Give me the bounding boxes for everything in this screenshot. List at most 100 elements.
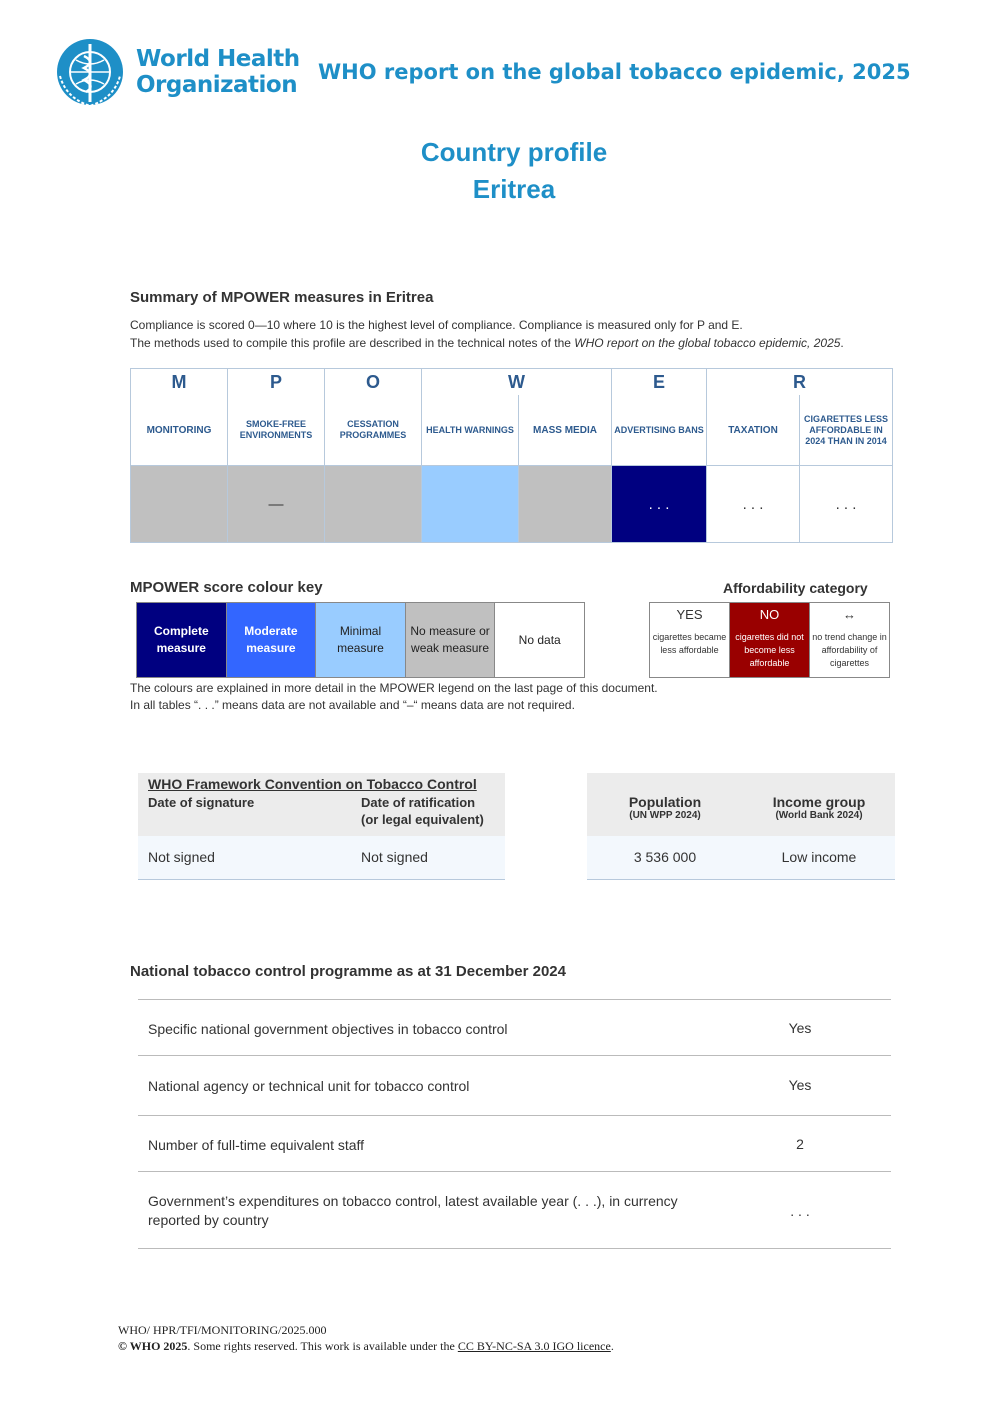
note-suffix: .: [840, 336, 844, 350]
income-group-value: Low income: [781, 849, 857, 865]
copyright-line: © WHO 2025. Some rights reserved. This w…: [118, 1338, 614, 1354]
letter-p: P: [227, 368, 325, 395]
income-source: (World Bank 2024): [775, 810, 863, 821]
table-row: Number of full-time equivalent staff 2: [138, 1115, 891, 1172]
mpower-column-header: CESSATION PROGRAMMES: [324, 395, 422, 466]
summary-heading: Summary of MPOWER measures in Eritrea: [130, 289, 434, 306]
mpower-column-header: MASS MEDIA: [518, 395, 612, 466]
mpower-score-cell: —: [227, 465, 325, 543]
country-info-table: Population (UN WPP 2024) Income group (W…: [587, 773, 895, 880]
signature-value: Not signed: [148, 849, 215, 865]
mpower-column-header: HEALTH WARNINGS: [421, 395, 519, 466]
programme-row-value: Yes: [788, 1020, 812, 1036]
affordability-heading: Affordability category: [723, 580, 868, 596]
affordability-key-item: NO cigarettes did not become less afforda…: [729, 602, 810, 678]
licence-link[interactable]: CC BY-NC-SA 3.0 IGO licence: [457, 1339, 611, 1353]
colour-key-notes: The colours are explained in more detail…: [130, 680, 658, 714]
colour-key-item: Minimal measure: [315, 602, 406, 678]
table-row: Government’s expenditures on tobacco con…: [138, 1171, 891, 1249]
table-row: National agency or technical unit for to…: [138, 1055, 891, 1116]
mpower-column-header: CIGARETTES LESS AFFORDABLE IN 2024 THAN …: [799, 395, 893, 466]
mpower-column-header: MONITORING: [130, 395, 228, 466]
report-title: WHO report on the global tobacco epidemi…: [318, 60, 911, 84]
colour-key-item: Moderate measure: [225, 602, 317, 678]
mpower-column-header: TAXATION: [706, 395, 800, 466]
copyright-text: . Some rights reserved. This work is ava…: [187, 1339, 458, 1353]
income-label: Income group: [772, 794, 866, 810]
mpower-column-header: ADVERTISING BANS: [611, 395, 707, 466]
copyright-bold: © WHO 2025: [118, 1339, 188, 1353]
mpower-score-cell: . . .: [611, 465, 707, 543]
who-logo: [52, 36, 282, 108]
logo-line-2: Organization: [136, 72, 298, 98]
page-title: Country profile Eritrea: [0, 134, 992, 208]
letter-m: M: [130, 368, 228, 395]
ratification-header: Date of ratification (or legal equivalen…: [361, 794, 484, 828]
affordability-key-item: ↔ no trend change in affordability of cig…: [809, 602, 890, 678]
programme-row-label: Government’s expenditures on tobacco con…: [148, 1193, 678, 1228]
affordability-key-table: YES cigarettes became less affordable NO ci…: [649, 602, 890, 678]
ratification-value: Not signed: [361, 849, 428, 865]
summary-notes: Compliance is scored 0—10 where 10 is th…: [130, 316, 844, 352]
fctc-title: WHO Framework Convention on Tobacco Cont…: [148, 776, 477, 792]
fctc-table: WHO Framework Convention on Tobacco Cont…: [138, 773, 505, 880]
colour-key-note-2: In all tables “. . .” means data are not…: [130, 698, 575, 712]
affordability-key-item: YES cigarettes became less affordable: [649, 602, 730, 678]
population-label: Population: [628, 794, 702, 810]
population-value: 3 536 000: [633, 849, 697, 865]
colour-key-note-1: The colours are explained in more detail…: [130, 681, 658, 695]
colour-key-item: No data: [494, 602, 585, 678]
colour-key-heading: MPOWER score colour key: [130, 579, 323, 596]
ratification-header-line-2: (or legal equivalent): [361, 812, 484, 827]
who-wordmark: World Health Organization: [136, 46, 300, 98]
mpower-score-cell: . . .: [799, 465, 893, 543]
logo-line-1: World Health: [136, 46, 300, 72]
note-italic: WHO report on the global tobacco epidemi…: [574, 336, 841, 350]
affordability-key-label: NO: [759, 607, 780, 622]
letter-e: E: [611, 368, 707, 395]
signature-header: Date of signature: [148, 795, 255, 810]
who-emblem-icon: [57, 39, 123, 108]
document-code: WHO/ HPR/TFI/MONITORING/2025.000: [118, 1323, 327, 1337]
copyright-end: .: [610, 1339, 614, 1353]
table-row: Specific national government objectives …: [138, 999, 891, 1056]
affordability-key-label: YES: [676, 607, 703, 622]
programme-heading: National tobacco control programme as at…: [130, 963, 566, 980]
mpower-column-header: SMOKE-FREE ENVIRONMENTS: [227, 395, 325, 466]
affordability-key-description: no trend change in affordability of ciga…: [812, 632, 887, 668]
mpower-score-cell: [421, 465, 519, 543]
programme-row-value: . . .: [790, 1203, 810, 1219]
population-source: (UN WPP 2024): [629, 810, 701, 821]
ratification-header-line-1: Date of ratification: [361, 795, 476, 810]
programme-row-label: National agency or technical unit for to…: [148, 1078, 470, 1094]
programme-row-label: Specific national government objectives …: [148, 1021, 508, 1037]
affordability-key-description: cigarettes did not become less affordabl…: [735, 632, 804, 668]
affordability-key-description: cigarettes became less affordable: [652, 632, 727, 655]
population-header: Population (UN WPP 2024): [587, 794, 743, 821]
fctc-values-row: Not signed Not signed: [138, 836, 505, 880]
summary-note-2: The methods used to compile this profile…: [130, 334, 844, 352]
note-prefix: The methods used to compile this profile…: [130, 336, 575, 350]
fctc-header: WHO Framework Convention on Tobacco Cont…: [138, 773, 505, 836]
programme-row-label: Number of full-time equivalent staff: [148, 1137, 365, 1153]
letter-o: O: [324, 368, 422, 395]
summary-note-1: Compliance is scored 0—10 where 10 is th…: [130, 318, 743, 332]
income-header: Income group (World Bank 2024): [743, 794, 895, 821]
mpower-score-cell: [518, 465, 612, 543]
mpower-score-cell: [324, 465, 422, 543]
mpower-score-cell: [130, 465, 228, 543]
footer: WHO/ HPR/TFI/MONITORING/2025.000 © WHO 2…: [118, 1322, 614, 1354]
letter-r: R: [706, 368, 893, 395]
colour-key-item: No measure or weak measure: [404, 602, 496, 678]
country-info-header: Population (UN WPP 2024) Income group (W…: [587, 773, 895, 836]
country-info-values-row: 3 536 000 Low income: [587, 836, 895, 880]
mpower-score-cell: . . .: [706, 465, 800, 543]
programme-row-value: 2: [796, 1136, 804, 1152]
affordability-key-label: ↔: [843, 607, 856, 622]
programme-row-value: Yes: [788, 1077, 812, 1093]
colour-key-item: Complete measure: [136, 602, 227, 678]
letter-w: W: [421, 368, 612, 395]
country-name: Eritrea: [472, 174, 556, 204]
